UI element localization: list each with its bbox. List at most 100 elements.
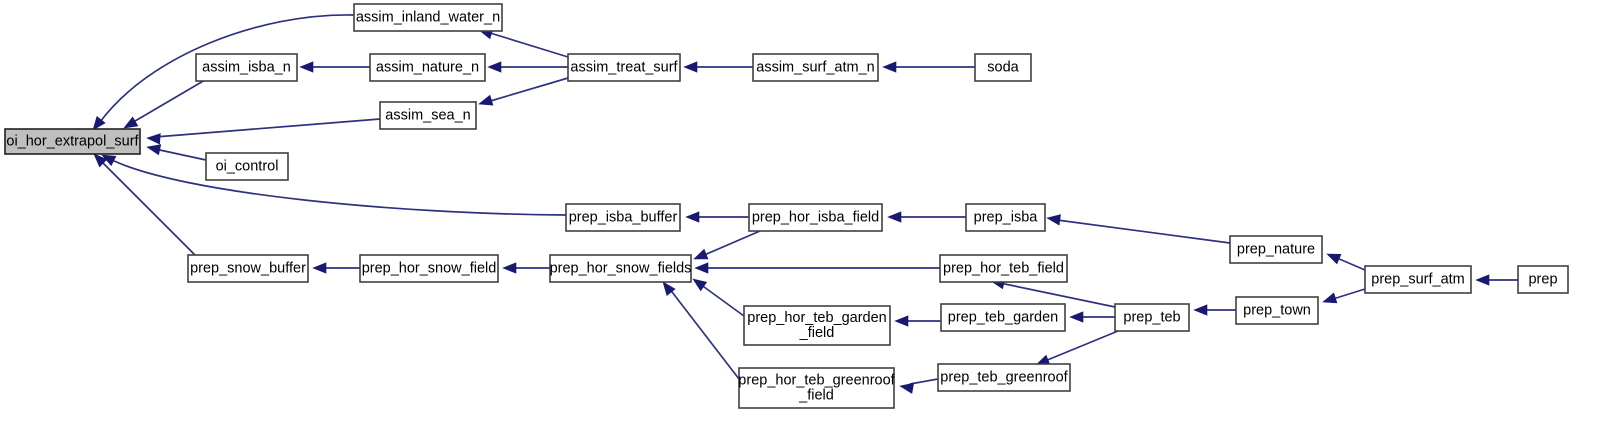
node-prep_snow_buffer[interactable]: prep_snow_buffer <box>187 254 309 283</box>
arrowhead-icon <box>662 281 676 296</box>
node-box[interactable] <box>205 152 289 181</box>
node-oi_control[interactable]: oi_control <box>205 152 289 181</box>
edge-line <box>999 282 1116 308</box>
edge-prep_teb_garden-to-prep_hor_teb_garden_field <box>894 315 941 327</box>
node-box[interactable] <box>748 203 883 232</box>
edge-prep_teb_greenroof-to-prep_hor_teb_greenroof_field <box>899 378 939 394</box>
edge-line <box>109 158 567 216</box>
arrowhead-icon <box>146 144 162 156</box>
arrowhead-icon <box>1193 304 1208 316</box>
arrowhead-icon <box>487 61 502 73</box>
node-box[interactable] <box>369 53 486 82</box>
edge-prep_hor_snow_field-to-prep_snow_buffer <box>312 262 360 274</box>
arrowhead-icon <box>899 382 915 394</box>
node-assim_treat_surf[interactable]: assim_treat_surf <box>567 53 681 82</box>
node-assim_nature_n[interactable]: assim_nature_n <box>369 53 486 82</box>
node-box[interactable] <box>567 53 681 82</box>
edge-prep_hor_isba_field-to-prep_hor_snow_fields <box>693 230 761 260</box>
arrowhead-icon <box>478 94 494 106</box>
node-prep_teb[interactable]: prep_teb <box>1114 303 1190 332</box>
node-prep_hor_teb_greenroof_field[interactable]: prep_hor_teb_greenroof_field <box>738 367 896 409</box>
arrowhead-icon <box>693 248 709 260</box>
node-layer: oi_hor_extrapol_surf assim_inland_water_n… <box>4 3 1569 409</box>
edge-prep_teb-to-prep_teb_garden <box>1069 311 1115 323</box>
arrowhead-icon <box>312 262 327 274</box>
node-box[interactable] <box>939 254 1068 283</box>
node-box[interactable] <box>1364 265 1472 294</box>
node-assim_surf_atm_n[interactable]: assim_surf_atm_n <box>752 53 879 82</box>
edge-prep_snow_buffer-to-oi_hor_extrapol_surf <box>93 153 196 256</box>
node-prep_hor_snow_field[interactable]: prep_hor_snow_field <box>359 254 499 283</box>
edge-assim_nature_n-to-assim_isba_n <box>299 61 370 73</box>
arrowhead-icon <box>123 116 139 129</box>
edge-assim_treat_surf-to-assim_inland_water_n <box>478 28 569 58</box>
node-box[interactable] <box>965 203 1046 232</box>
arrowhead-icon <box>887 211 902 223</box>
edge-prep_teb-to-prep_teb_greenroof <box>1035 330 1119 366</box>
edge-line <box>1332 288 1366 300</box>
node-prep_isba[interactable]: prep_isba <box>965 203 1046 232</box>
node-prep_hor_teb_field[interactable]: prep_hor_teb_field <box>939 254 1068 283</box>
node-assim_inland_water_n[interactable]: assim_inland_water_n <box>353 3 503 32</box>
edge-prep_hor_teb_garden_field-to-prep_hor_snow_fields <box>692 278 745 317</box>
node-oi_hor_extrapol_surf[interactable]: oi_hor_extrapol_surf <box>4 128 141 155</box>
node-box[interactable] <box>743 305 891 346</box>
arrowhead-icon <box>1322 292 1338 304</box>
node-box[interactable] <box>1229 235 1323 264</box>
node-box[interactable] <box>1114 303 1190 332</box>
edge-prep_town-to-prep_teb <box>1193 304 1236 316</box>
node-box[interactable] <box>353 3 503 32</box>
arrowhead-icon <box>694 262 709 274</box>
node-box[interactable] <box>937 363 1071 392</box>
node-prep_hor_snow_fields[interactable]: prep_hor_snow_fields <box>549 254 692 283</box>
edge-assim_isba_n-to-oi_hor_extrapol_surf <box>123 79 206 129</box>
edge-prep-to-prep_surf_atm <box>1475 274 1518 286</box>
node-box[interactable] <box>195 53 298 82</box>
node-box[interactable] <box>1235 296 1319 325</box>
arrowhead-icon <box>299 61 314 73</box>
arrowhead-icon <box>93 153 108 168</box>
node-box[interactable] <box>940 303 1066 332</box>
edge-line <box>701 230 761 257</box>
edge-layer <box>92 14 1518 394</box>
node-assim_sea_n[interactable]: assim_sea_n <box>379 101 477 130</box>
edge-line <box>909 378 939 385</box>
node-prep_town[interactable]: prep_town <box>1235 296 1319 325</box>
node-prep[interactable]: prep <box>1517 265 1569 294</box>
edge-assim_surf_atm_n-to-assim_treat_surf <box>683 61 753 73</box>
node-soda[interactable]: soda <box>974 53 1032 82</box>
node-box[interactable] <box>1517 265 1569 294</box>
arrowhead-icon <box>1475 274 1490 286</box>
node-prep_teb_greenroof[interactable]: prep_teb_greenroof <box>937 363 1071 392</box>
node-box[interactable] <box>187 254 309 283</box>
node-box[interactable] <box>359 254 499 283</box>
edge-line <box>129 79 206 125</box>
node-box[interactable] <box>974 53 1032 82</box>
edge-line <box>1336 257 1366 271</box>
edge-prep_hor_isba_field-to-prep_isba_buffer <box>685 211 749 223</box>
node-assim_isba_n[interactable]: assim_isba_n <box>195 53 298 82</box>
node-box[interactable] <box>379 101 477 130</box>
edge-prep_hor_teb_field-to-prep_hor_snow_fields <box>694 262 940 274</box>
edge-line <box>154 118 381 138</box>
arrowhead-icon <box>92 116 106 131</box>
node-box[interactable] <box>752 53 879 82</box>
node-prep_nature[interactable]: prep_nature <box>1229 235 1323 264</box>
node-box[interactable] <box>549 254 692 283</box>
edge-line <box>486 31 569 58</box>
edge-line <box>699 283 745 317</box>
edge-line <box>1044 330 1119 362</box>
node-prep_hor_isba_field[interactable]: prep_hor_isba_field <box>748 203 883 232</box>
node-prep_hor_teb_garden_field[interactable]: prep_hor_teb_garden_field <box>743 305 891 346</box>
node-box[interactable] <box>565 203 681 232</box>
edge-prep_nature-to-prep_isba <box>1046 214 1231 244</box>
node-prep_isba_buffer[interactable]: prep_isba_buffer <box>565 203 681 232</box>
node-prep_surf_atm[interactable]: prep_surf_atm <box>1364 265 1472 294</box>
arrowhead-icon <box>1069 311 1084 323</box>
node-box[interactable] <box>738 367 895 409</box>
edge-prep_isba-to-prep_hor_isba_field <box>887 211 966 223</box>
node-box[interactable] <box>4 128 141 155</box>
node-prep_teb_garden[interactable]: prep_teb_garden <box>940 303 1066 332</box>
arrowhead-icon <box>502 262 517 274</box>
